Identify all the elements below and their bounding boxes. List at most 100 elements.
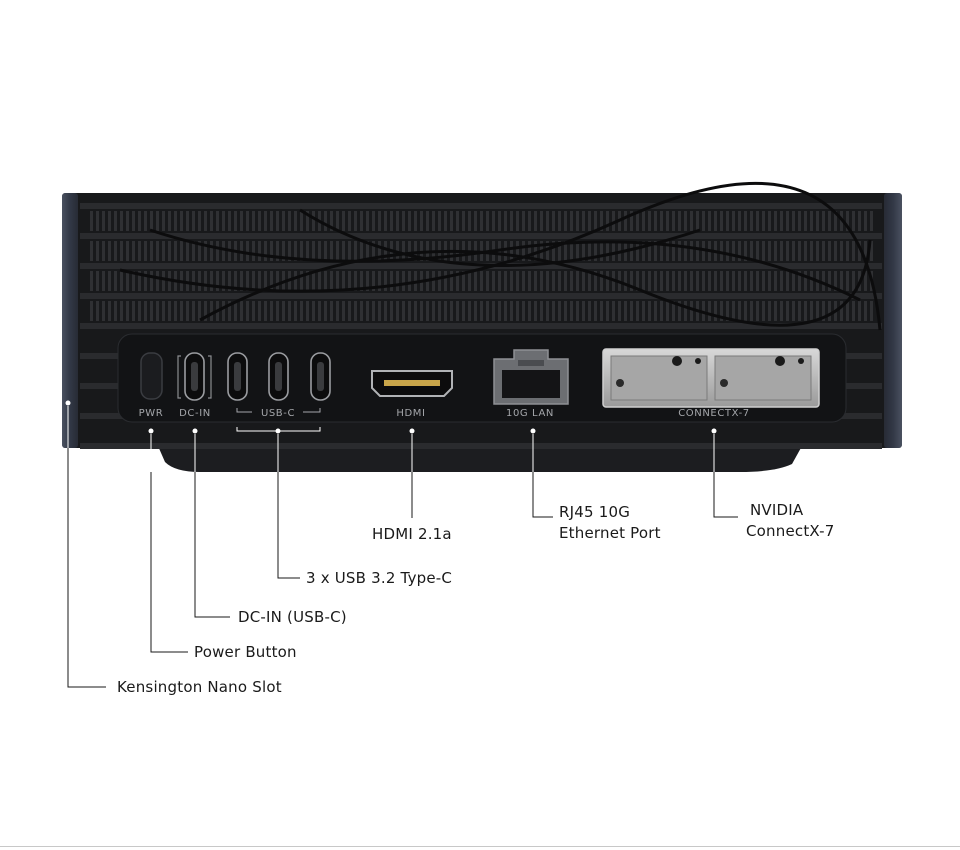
vent-mesh xyxy=(276,241,279,261)
vent-mesh xyxy=(720,241,723,261)
vent-mesh xyxy=(474,271,477,291)
vent-grille xyxy=(80,181,882,449)
vent-mesh xyxy=(258,271,261,291)
vent-mesh xyxy=(222,211,225,231)
vent-mesh xyxy=(804,271,807,291)
vent-mesh xyxy=(732,211,735,231)
vent-mesh xyxy=(570,301,573,321)
vent-mesh xyxy=(822,271,825,291)
vent-mesh xyxy=(852,241,855,261)
vent-mesh xyxy=(576,271,579,291)
vent-mesh xyxy=(372,241,375,261)
vent-mesh xyxy=(822,211,825,231)
vent-mesh xyxy=(282,301,285,321)
vent-mesh xyxy=(126,271,129,291)
vent-mesh xyxy=(684,211,687,231)
vent-mesh xyxy=(678,301,681,321)
vent-mesh xyxy=(264,301,267,321)
vent-mesh xyxy=(222,241,225,261)
vent-mesh xyxy=(294,301,297,321)
vent-mesh xyxy=(660,211,663,231)
vent-mesh xyxy=(762,301,765,321)
vent-mesh xyxy=(690,271,693,291)
vent-mesh xyxy=(438,301,441,321)
vent-mesh xyxy=(720,271,723,291)
vent-mesh xyxy=(636,301,639,321)
vent-mesh xyxy=(678,211,681,231)
vent-mesh xyxy=(540,271,543,291)
vent-mesh xyxy=(642,301,645,321)
vent-mesh xyxy=(726,271,729,291)
vent-mesh xyxy=(210,241,213,261)
vent-mesh xyxy=(564,211,567,231)
vent-mesh xyxy=(600,241,603,261)
internal-cable xyxy=(199,239,872,327)
vent-mesh xyxy=(426,211,429,231)
vent-mesh xyxy=(420,301,423,321)
vent-mesh xyxy=(744,211,747,231)
vent-mesh xyxy=(114,211,117,231)
vent-mesh xyxy=(864,271,867,291)
vent-mesh xyxy=(186,271,189,291)
vent-mesh xyxy=(630,211,633,231)
vent-mesh xyxy=(150,241,153,261)
vent-mesh xyxy=(750,301,753,321)
vent-mesh xyxy=(126,241,129,261)
vent-mesh xyxy=(570,241,573,261)
vent-mesh xyxy=(306,211,309,231)
vent-mesh xyxy=(216,271,219,291)
vent-mesh xyxy=(690,241,693,261)
vent-mesh xyxy=(138,301,141,321)
vent-mesh xyxy=(198,271,201,291)
vent-mesh xyxy=(126,211,129,231)
vent-mesh xyxy=(438,211,441,231)
vent-mesh xyxy=(354,271,357,291)
vent-mesh xyxy=(102,211,105,231)
vent-mesh xyxy=(498,301,501,321)
vent-mesh xyxy=(390,211,393,231)
vent-mesh xyxy=(654,271,657,291)
vent-mesh xyxy=(816,241,819,261)
vent-mesh xyxy=(660,271,663,291)
vent-mesh xyxy=(594,211,597,231)
vent-mesh xyxy=(828,271,831,291)
vent-mesh xyxy=(444,211,447,231)
leader-line-kensington xyxy=(67,480,106,688)
vent-mesh xyxy=(840,301,843,321)
vent-slat xyxy=(80,323,882,329)
vent-mesh xyxy=(318,301,321,321)
vent-mesh xyxy=(366,271,369,291)
vent-mesh xyxy=(588,301,591,321)
vent-mesh xyxy=(144,241,147,261)
vent-mesh xyxy=(678,241,681,261)
callout-dot xyxy=(65,400,71,406)
vent-mesh xyxy=(618,301,621,321)
vent-mesh xyxy=(522,301,525,321)
vent-mesh xyxy=(558,211,561,231)
vent-mesh xyxy=(378,211,381,231)
vent-mesh xyxy=(780,211,783,231)
vent-mesh xyxy=(630,271,633,291)
vent-mesh xyxy=(744,241,747,261)
vent-mesh xyxy=(738,211,741,231)
vent-mesh xyxy=(852,271,855,291)
callout-dot xyxy=(530,428,536,434)
vent-mesh xyxy=(282,241,285,261)
vent-mesh xyxy=(564,301,567,321)
vent-mesh xyxy=(198,301,201,321)
vent-mesh xyxy=(576,301,579,321)
power-button xyxy=(140,352,163,400)
vent-mesh xyxy=(312,211,315,231)
vent-mesh xyxy=(798,301,801,321)
vent-mesh xyxy=(162,301,165,321)
vent-mesh xyxy=(654,211,657,231)
vent-mesh xyxy=(756,211,759,231)
vent-mesh xyxy=(102,301,105,321)
vent-mesh xyxy=(276,211,279,231)
vent-mesh xyxy=(342,271,345,291)
vent-mesh xyxy=(330,211,333,231)
vent-mesh xyxy=(498,211,501,231)
vent-mesh xyxy=(534,271,537,291)
usb-c-port xyxy=(310,352,331,401)
vent-mesh xyxy=(90,241,93,261)
